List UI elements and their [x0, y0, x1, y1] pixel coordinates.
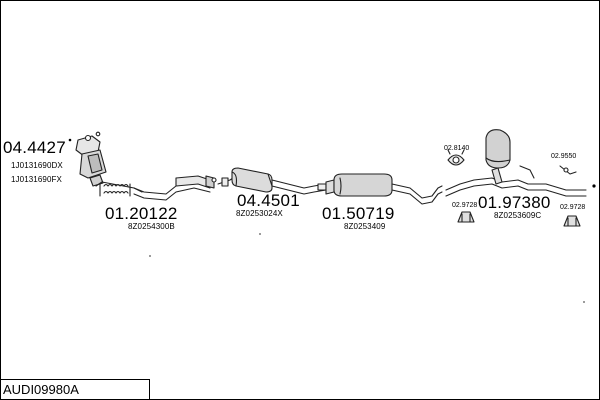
hanger-part-02-9550 [559, 165, 577, 175]
hanger-part-02-8140 [447, 149, 465, 166]
ref-catalyst-1: 1J0131690DX [11, 161, 63, 170]
ref-front-pipe: 8Z0254300B [128, 222, 175, 231]
small-part-hanger-2: 02.9550 [551, 153, 577, 160]
part-number-middle-converter: 04.4501 [237, 191, 300, 210]
diagram-code-box: AUDI09980A [0, 379, 150, 399]
small-part-hanger-1: 02.8140 [444, 145, 470, 152]
front-pipe-part [95, 175, 217, 201]
ref-catalyst-2: 1J0131690FX [11, 175, 62, 184]
ref-rear-silencer: 8Z0253609C [494, 211, 542, 220]
part-number-rear-silencer: 01.97380 [478, 193, 551, 212]
hanger-part-02-9728-left [457, 211, 475, 223]
middle-converter-part [217, 167, 327, 195]
part-number-middle-silencer: 01.50719 [322, 204, 395, 223]
ref-middle-converter: 8Z0253024X [236, 209, 283, 218]
hanger-part-02-9728-right [563, 215, 581, 227]
catalytic-converter-part [75, 131, 107, 187]
middle-silencer-part [317, 173, 443, 205]
ref-middle-silencer: 8Z0253409 [344, 222, 386, 231]
rear-silencer-part [445, 129, 596, 197]
part-number-catalyst: 04.4427 [3, 138, 66, 157]
small-part-hanger-3: 02.9728 [452, 202, 478, 209]
part-number-front-pipe: 01.20122 [105, 204, 178, 223]
small-part-hanger-4: 02.9728 [560, 204, 586, 211]
